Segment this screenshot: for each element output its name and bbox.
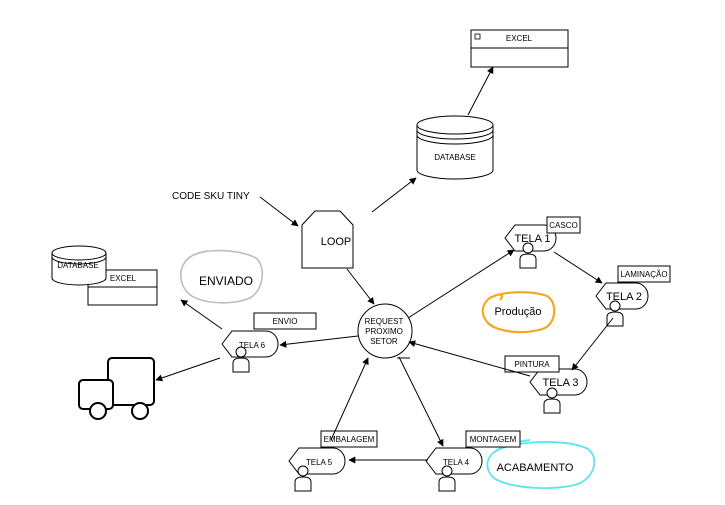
database-top-label: DATABASE (434, 153, 476, 162)
person-icon (606, 300, 624, 327)
database-left-label: DATABASE (57, 261, 99, 270)
code-sku-label: CODE SKU TINY (172, 191, 250, 202)
station-screen-label: TELA 5 (306, 458, 333, 467)
loop-label: LOOP (321, 236, 352, 248)
arrow-tela5-to-request (330, 357, 369, 441)
station-tag-box (617, 265, 671, 283)
station-screen-label: TELA 6 (239, 341, 266, 350)
display-shape (425, 447, 483, 475)
arrow-sku-to-loop (259, 196, 299, 227)
acabamento-label: ACABAMENTO (497, 462, 574, 474)
truck-icon (78, 357, 155, 420)
arrow-database-to-excel (467, 66, 494, 116)
station-screen-label: TELA 4 (443, 458, 470, 467)
station-tag-box (465, 430, 521, 448)
arrow-loop-to-request (346, 268, 375, 305)
station-tag-box (320, 430, 378, 448)
station-2: TELA 2 LAMINAÇÃO (595, 265, 671, 327)
station-tag-label: EMBALAGEM (324, 435, 375, 444)
station-tag-box (546, 216, 581, 234)
station-tag-label: PINTURA (514, 360, 550, 369)
station-tag-label: CASCO (549, 221, 577, 230)
station-screen-label: TELA 2 (606, 291, 642, 303)
arrow-tela6-to-excel (180, 299, 223, 330)
database-cylinder-top: DATABASE (416, 115, 494, 180)
station-tag-box (253, 312, 317, 330)
excel-box-left: EXCEL (87, 269, 158, 306)
station-tag-box (504, 355, 560, 373)
station-1: TELA 1 CASCO (504, 216, 581, 269)
person-icon (232, 346, 250, 373)
database-cylinder-left: DATABASE (51, 245, 107, 286)
window-icon (474, 33, 481, 40)
arrow-tela3-to-request (408, 340, 531, 377)
request-label-line1: REQUEST (365, 317, 404, 326)
request-label-line2: PROXIMO (365, 327, 403, 336)
station-screen-label: TELA 3 (542, 377, 578, 389)
request-next-sector-node: REQUEST PROXIMO SETOR (357, 303, 413, 359)
producao-annotation: Produção (481, 291, 556, 334)
excel-top-label: EXCEL (506, 34, 533, 43)
acabamento-annotation: ACABAMENTO (486, 439, 596, 489)
station-tag-label: LAMINAÇÃO (620, 270, 667, 279)
producao-label: Produção (494, 306, 541, 318)
station-tag-label: ENVIO (273, 317, 298, 326)
station-3: TELA 3 PINTURA (504, 355, 588, 414)
loop-node: LOOP (301, 210, 354, 269)
arrow-tela6-to-truck (155, 357, 221, 382)
arrow-request-to-tela6 (279, 335, 359, 348)
connectors (155, 66, 614, 464)
enviado-annotation: ENVIADO (179, 249, 263, 304)
person-icon (438, 465, 456, 492)
station-6: TELA 6 ENVIO (221, 312, 317, 373)
enviado-label: ENVIADO (199, 274, 253, 288)
display-shape (504, 224, 557, 252)
arrow-loop-to-database (371, 177, 417, 213)
display-shape (595, 282, 649, 310)
request-label-line3: SETOR (370, 337, 398, 346)
person-icon (543, 387, 561, 414)
station-screen-label: TELA 1 (514, 233, 550, 245)
arrow-tela2-to-tela3 (571, 317, 614, 371)
station-5: TELA 5 EMBALAGEM (288, 430, 378, 492)
excel-box-top: EXCEL (470, 29, 569, 68)
station-tag-label: MONTAGEM (470, 435, 517, 444)
arrow-tela1-to-tela2 (553, 251, 603, 284)
station-4: TELA 4 MONTAGEM (425, 430, 521, 492)
arrow-request-to-tela1 (407, 249, 515, 319)
person-icon (294, 465, 312, 492)
arrow-request-to-tela4 (398, 356, 444, 447)
excel-left-label: EXCEL (110, 274, 137, 283)
person-icon (519, 242, 537, 269)
